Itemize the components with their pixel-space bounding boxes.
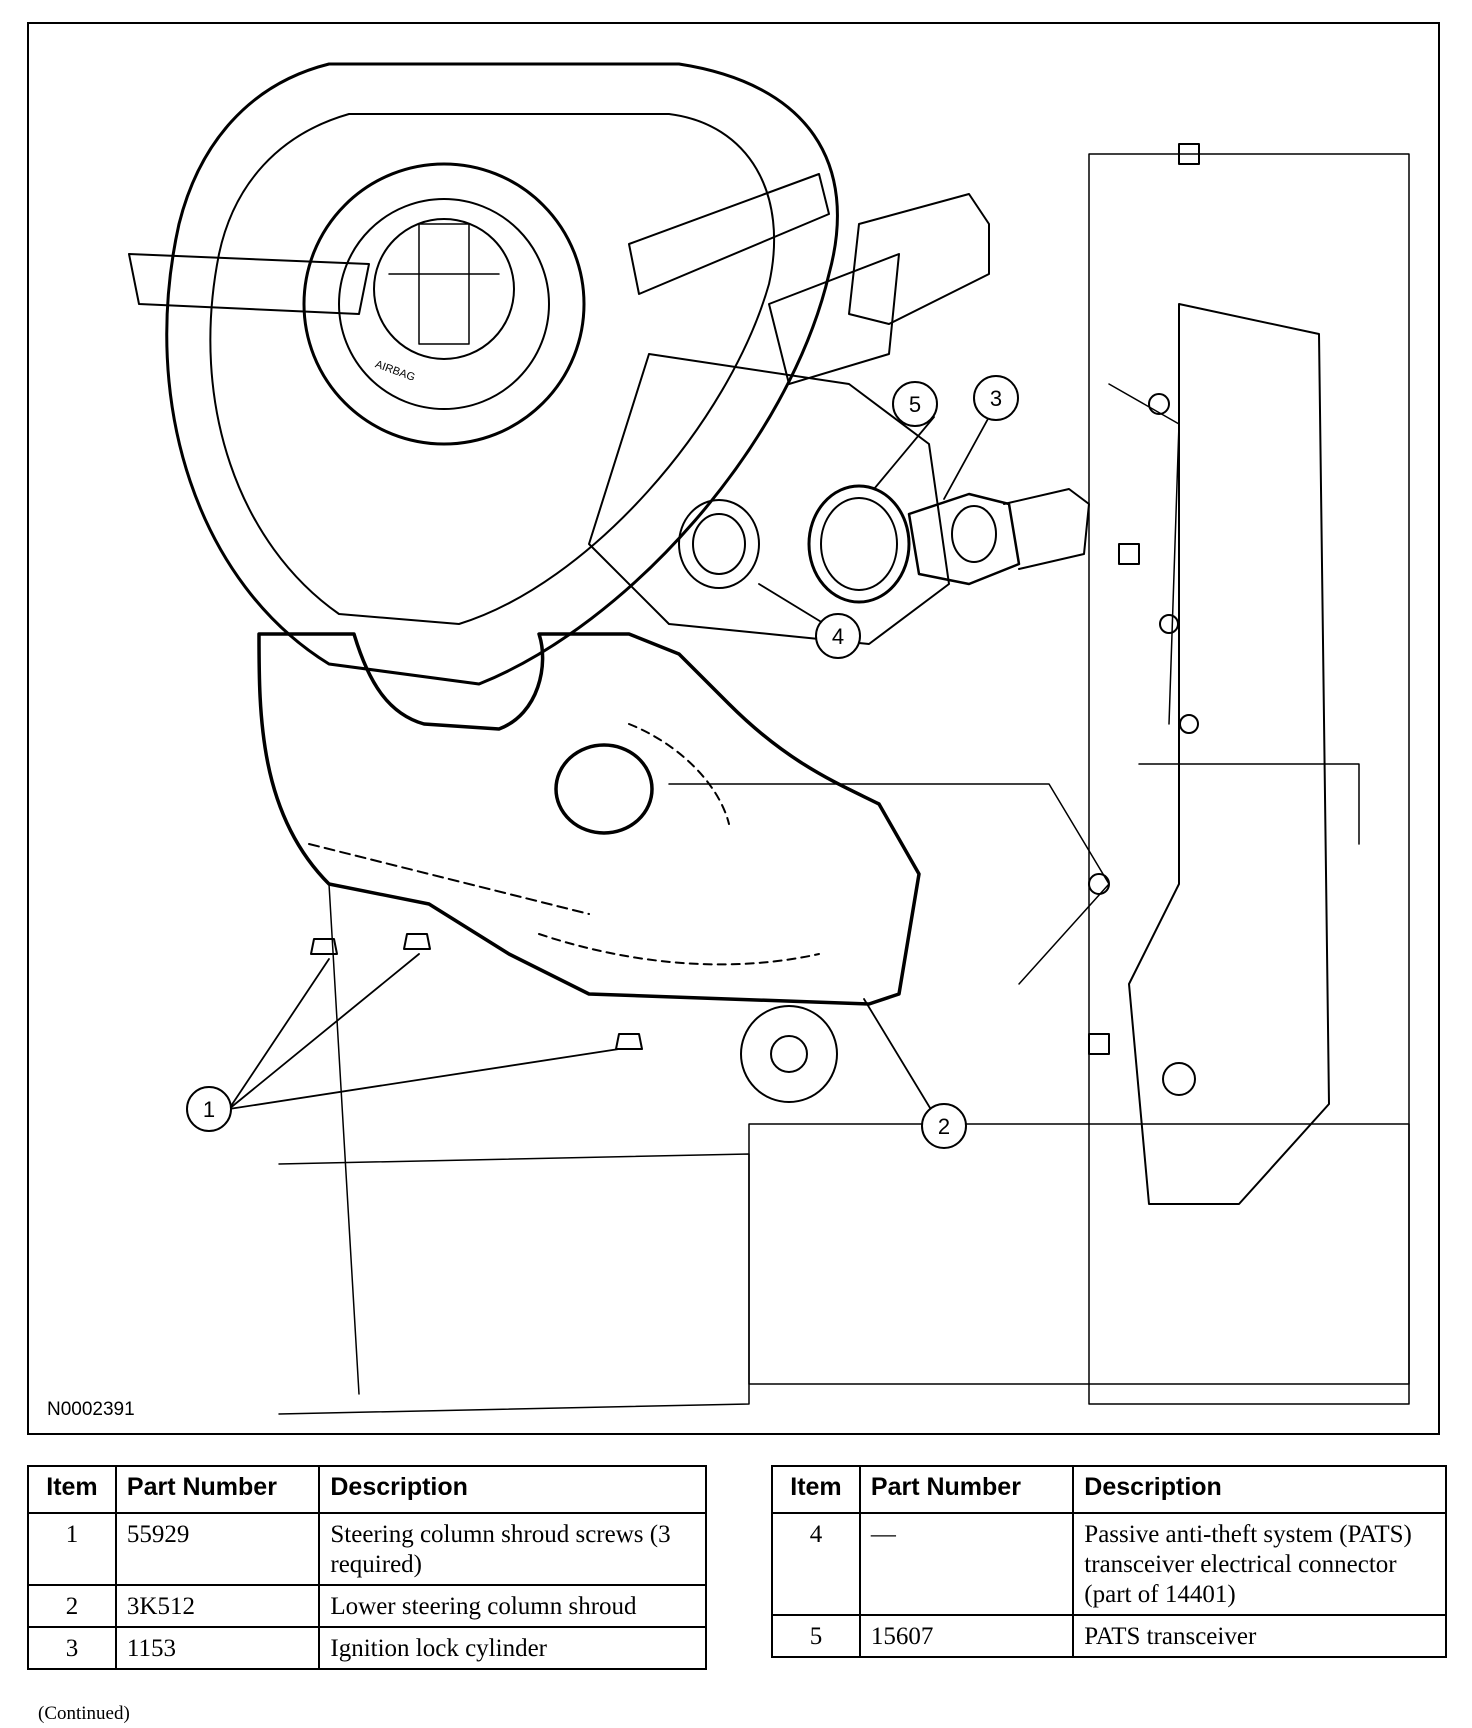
diagram-figure: 1 2 3 4 5 AIRBAG N0002391 [27,22,1440,1435]
steering-wheel-rim [165,62,839,686]
callout-leader-lines [228,416,990,1127]
cell-item: 2 [27,1584,117,1628]
cell-part-number: 1153 [114,1626,321,1670]
table-row: 2 3K512 Lower steering column shroud [27,1584,707,1628]
table-header-row: Item Part Number Description [27,1465,707,1514]
cell-description: Steering column shroud screws (3 require… [318,1512,707,1586]
header-part-number: Part Number [114,1465,321,1514]
ignition-lock-cylinder [907,492,1021,586]
header-description: Description [318,1465,707,1514]
table-row: 3 1153 Ignition lock cylinder [27,1626,707,1670]
callout-circle-1 [186,1086,232,1132]
callout-label-2: 2 [938,1114,950,1139]
airbag-label: AIRBAG [373,358,416,383]
steering-wheel-spoke-right [628,173,830,295]
cell-description: Passive anti-theft system (PATS) transce… [1072,1512,1447,1616]
shroud-key-opening [554,743,654,835]
pats-transceiver-ring [807,484,911,604]
table-row: 4 — Passive anti-theft system (PATS) tra… [771,1512,1447,1616]
callout-label-5: 5 [909,392,921,417]
figure-id: N0002391 [47,1399,135,1420]
cell-part-number: 3K512 [114,1584,321,1628]
cell-item: 3 [27,1626,117,1670]
callout-circle-5 [892,381,938,427]
shroud-screws [310,933,643,1050]
cell-description: Ignition lock cylinder [318,1626,707,1670]
cell-part-number: — [858,1512,1075,1616]
table-row: 5 15607 PATS transceiver [771,1614,1447,1658]
header-part-number: Part Number [858,1465,1075,1514]
continued-note: (Continued) [38,1703,130,1724]
table-row: 1 55929 Steering column shroud screws (3… [27,1512,707,1586]
callout-circle-3 [973,375,1019,421]
callout-label-4: 4 [832,624,844,649]
cell-description: Lower steering column shroud [318,1584,707,1628]
cell-item: 5 [771,1614,861,1658]
lower-steering-column-shroud [257,632,921,1006]
parts-table-left: Item Part Number Description 1 55929 Ste… [27,1465,707,1670]
airbag-hub [302,162,586,446]
multifunction-switch [848,193,990,325]
header-item: Item [27,1465,117,1514]
cell-item: 1 [27,1512,117,1586]
dash-structure-right [1088,153,1410,1405]
lower-dash-panel [748,1123,1410,1385]
cell-item: 4 [771,1512,861,1616]
cell-part-number: 15607 [858,1614,1075,1658]
table-header-row: Item Part Number Description [771,1465,1447,1514]
callout-circle-4 [815,613,861,659]
callout-circle-2 [921,1103,967,1149]
cell-description: PATS transceiver [1072,1614,1447,1658]
header-description: Description [1072,1465,1447,1514]
cell-part-number: 55929 [114,1512,321,1586]
steering-column [588,353,950,645]
callout-label-3: 3 [990,386,1002,411]
dash-bracket-right [1128,303,1330,1205]
steering-column-illustration: 1 2 3 4 5 AIRBAG [128,62,1410,1415]
parts-table-right: Item Part Number Description 4 — Passive… [771,1465,1447,1658]
header-item: Item [771,1465,861,1514]
callout-label-1: 1 [203,1097,215,1122]
steering-wheel-spoke-left [128,253,370,315]
